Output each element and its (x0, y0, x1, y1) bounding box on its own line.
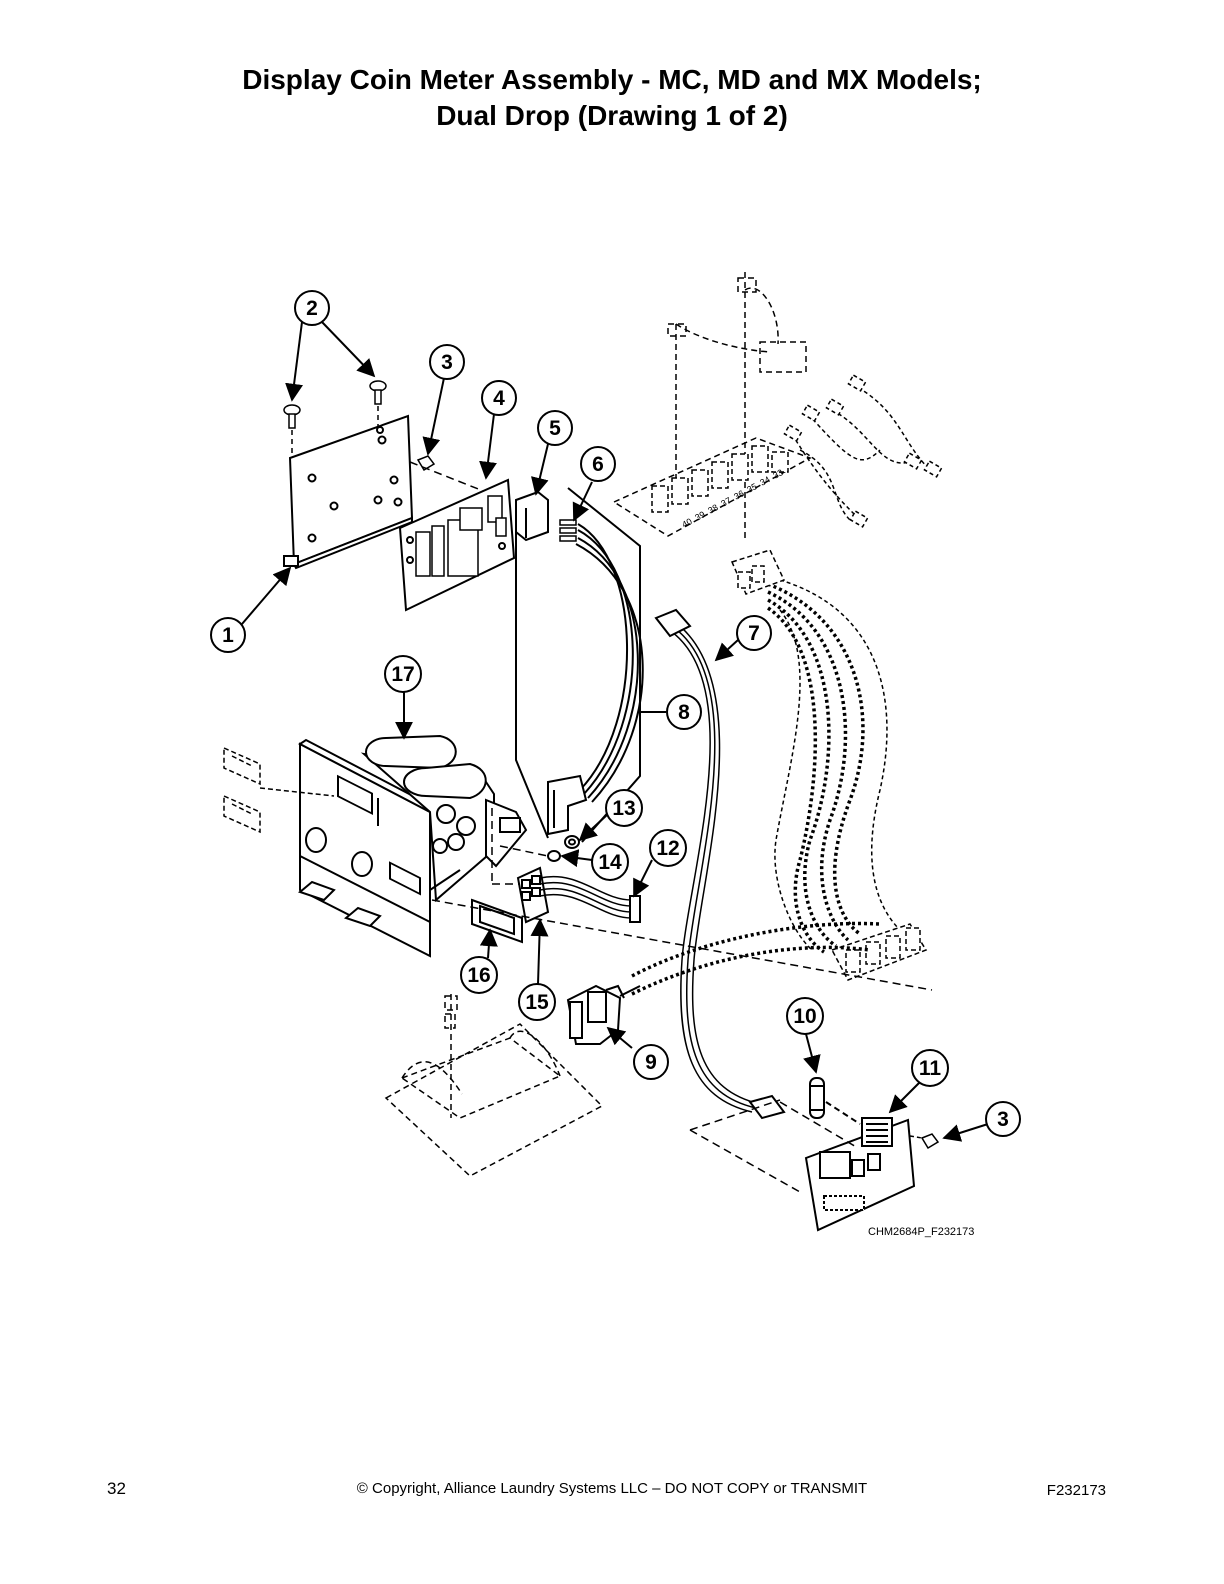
callout-label: 5 (549, 417, 561, 440)
terminal-number: 40 (680, 516, 694, 530)
ribbon-cable-12 (539, 875, 641, 923)
power-board (804, 1117, 916, 1232)
callout-label: 8 (678, 701, 690, 724)
gasket-16 (471, 898, 523, 944)
dashed-connector-left-upper (223, 746, 261, 786)
cover-plate (283, 414, 414, 570)
callout-label: 12 (656, 837, 679, 860)
callout-10: 10 (786, 997, 824, 1035)
callout-17: 17 (384, 655, 422, 693)
harness-end-connector (547, 774, 588, 836)
guide-lines-lower (689, 1099, 859, 1193)
callout-9: 9 (633, 1044, 669, 1080)
callout-15: 15 (518, 983, 556, 1021)
terminal-number: 33 (771, 467, 785, 481)
dashed-base (384, 994, 604, 1177)
callout-3-lower: 3 (985, 1101, 1021, 1137)
callout-label: 11 (919, 1057, 942, 1080)
callout-11: 11 (911, 1049, 949, 1087)
callout-label: 1 (222, 624, 234, 647)
terminal-number: 34 (758, 474, 772, 488)
harness-connector-5 (515, 490, 549, 542)
document-number: F232173 (1046, 1482, 1106, 1499)
callout-label: 2 (306, 297, 318, 320)
dashed-plugs-top-right (783, 374, 943, 528)
callout-label: 3 (997, 1108, 1009, 1131)
callout-8: 8 (666, 694, 702, 730)
dotted-wire-bundle (767, 582, 865, 954)
drawing-code: CHM2684P_F232173 (868, 1226, 974, 1238)
callout-3-upper: 3 (429, 344, 465, 380)
connector-board-15 (516, 866, 550, 924)
cable-7-connector-lower (748, 1094, 786, 1120)
callout-7: 7 (736, 615, 772, 651)
leader-arrows (241, 321, 989, 1142)
dashed-wires-top-right (791, 383, 931, 521)
terminal-number: 35 (745, 481, 759, 495)
washer-13 (564, 835, 580, 849)
callout-group: 1 2 3 4 5 6 7 8 (210, 290, 1021, 1137)
dashed-connector-left-lower (223, 787, 335, 834)
page-title-line-2: Dual Drop (Drawing 1 of 2) (436, 100, 788, 131)
callout-1: 1 (210, 617, 246, 653)
wire-terminals (559, 519, 577, 542)
dotted-wires-to-meter (631, 921, 881, 996)
copyright-notice: © Copyright, Alliance Laundry Systems LL… (356, 1480, 868, 1497)
dashed-wire-bundle (774, 579, 901, 951)
callout-5: 5 (537, 410, 573, 446)
control-board (398, 478, 516, 612)
terminal-number: 38 (706, 502, 720, 516)
terminal-block-dashed (612, 272, 812, 540)
callout-label: 13 (612, 797, 635, 820)
callout-6: 6 (580, 446, 616, 482)
callout-label: 6 (592, 453, 604, 476)
page-title: Display Coin Meter Assembly - MC, MD and… (0, 62, 1224, 134)
callout-label: 3 (441, 351, 453, 374)
cable-7-connector-upper (654, 608, 692, 638)
clip-fastener-lower (909, 1133, 940, 1150)
callout-label: 17 (391, 663, 414, 686)
nut-14 (547, 850, 561, 862)
callout-13: 13 (605, 789, 643, 827)
page-number: 32 (107, 1479, 126, 1498)
callout-4: 4 (481, 380, 517, 416)
coin-chute-9 (566, 984, 641, 1045)
screw-left (283, 404, 301, 458)
wire-bundle-connector-top (730, 549, 786, 595)
callout-label: 9 (645, 1051, 657, 1074)
terminal-block-posts (651, 445, 789, 513)
terminal-number: 39 (693, 509, 707, 523)
terminal-number: 36 (732, 488, 746, 502)
callout-label: 4 (493, 387, 505, 410)
callout-2: 2 (294, 290, 330, 326)
callout-14: 14 (591, 843, 629, 881)
callout-label: 16 (467, 964, 490, 987)
callout-12: 12 (649, 829, 687, 867)
callout-label: 15 (525, 991, 549, 1014)
coin-meter-front-plate (297, 738, 438, 958)
wire-bundle-connector-bottom (830, 923, 928, 981)
terminal-number: 37 (719, 495, 733, 509)
guide-lines-center (431, 808, 933, 991)
terminal-numbers: 40 39 38 37 36 35 34 33 (680, 467, 785, 530)
callout-16: 16 (460, 956, 498, 994)
cable-7 (671, 619, 761, 1113)
callout-label: 14 (598, 851, 622, 874)
coin-meter-mechanism (360, 734, 528, 903)
callout-label: 7 (748, 622, 760, 645)
screw-right (369, 380, 387, 426)
page-title-line-1: Display Coin Meter Assembly - MC, MD and… (242, 64, 982, 95)
clip-fastener-upper (409, 455, 497, 497)
fuse-10 (809, 1077, 861, 1125)
callout-label: 10 (793, 1005, 816, 1028)
